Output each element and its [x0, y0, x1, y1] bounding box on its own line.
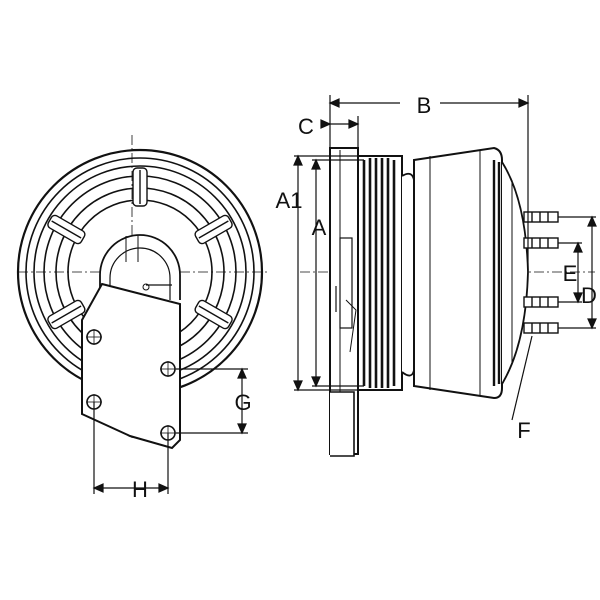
cooling-fins [492, 160, 501, 386]
front-cap [501, 161, 529, 385]
pulley-neck [401, 172, 415, 377]
label-f: F [517, 418, 530, 443]
leader-f [511, 335, 533, 421]
dimension-labels: B C A1 A E D F G H [132, 93, 597, 502]
dimension-a1 [293, 154, 358, 392]
hub-slot [345, 299, 357, 353]
hub-pin-end [142, 283, 150, 291]
label-e: E [563, 261, 578, 286]
radial-ribs [47, 167, 233, 330]
mounting-bracket [81, 282, 181, 450]
label-d: D [581, 283, 597, 308]
stud-2 [523, 237, 559, 249]
dimension-h [92, 402, 170, 494]
label-h: H [132, 477, 148, 502]
stud-4 [523, 322, 559, 334]
label-b: B [417, 93, 432, 118]
bolt-hole-2 [160, 361, 176, 377]
label-a1: A1 [276, 188, 303, 213]
dimension-d [558, 215, 597, 330]
stud-1 [523, 211, 559, 223]
side-view [293, 95, 597, 457]
dimension-g [176, 367, 248, 435]
clutch-housing [413, 146, 503, 400]
label-c: C [298, 114, 314, 139]
hub-shaft [339, 237, 353, 329]
dimension-e [558, 241, 583, 304]
label-a: A [312, 215, 327, 240]
bolt-hole-1 [86, 329, 102, 345]
label-g: G [234, 390, 251, 415]
bracket-lower-step [330, 391, 355, 457]
stud-3 [523, 296, 559, 308]
hub-inner [109, 247, 171, 380]
dimension-c [320, 116, 360, 156]
pulley-grooves [362, 158, 396, 388]
dimension-a [311, 158, 364, 388]
dimension-b [328, 95, 530, 270]
fan-studs [523, 211, 559, 334]
front-view [16, 135, 270, 494]
